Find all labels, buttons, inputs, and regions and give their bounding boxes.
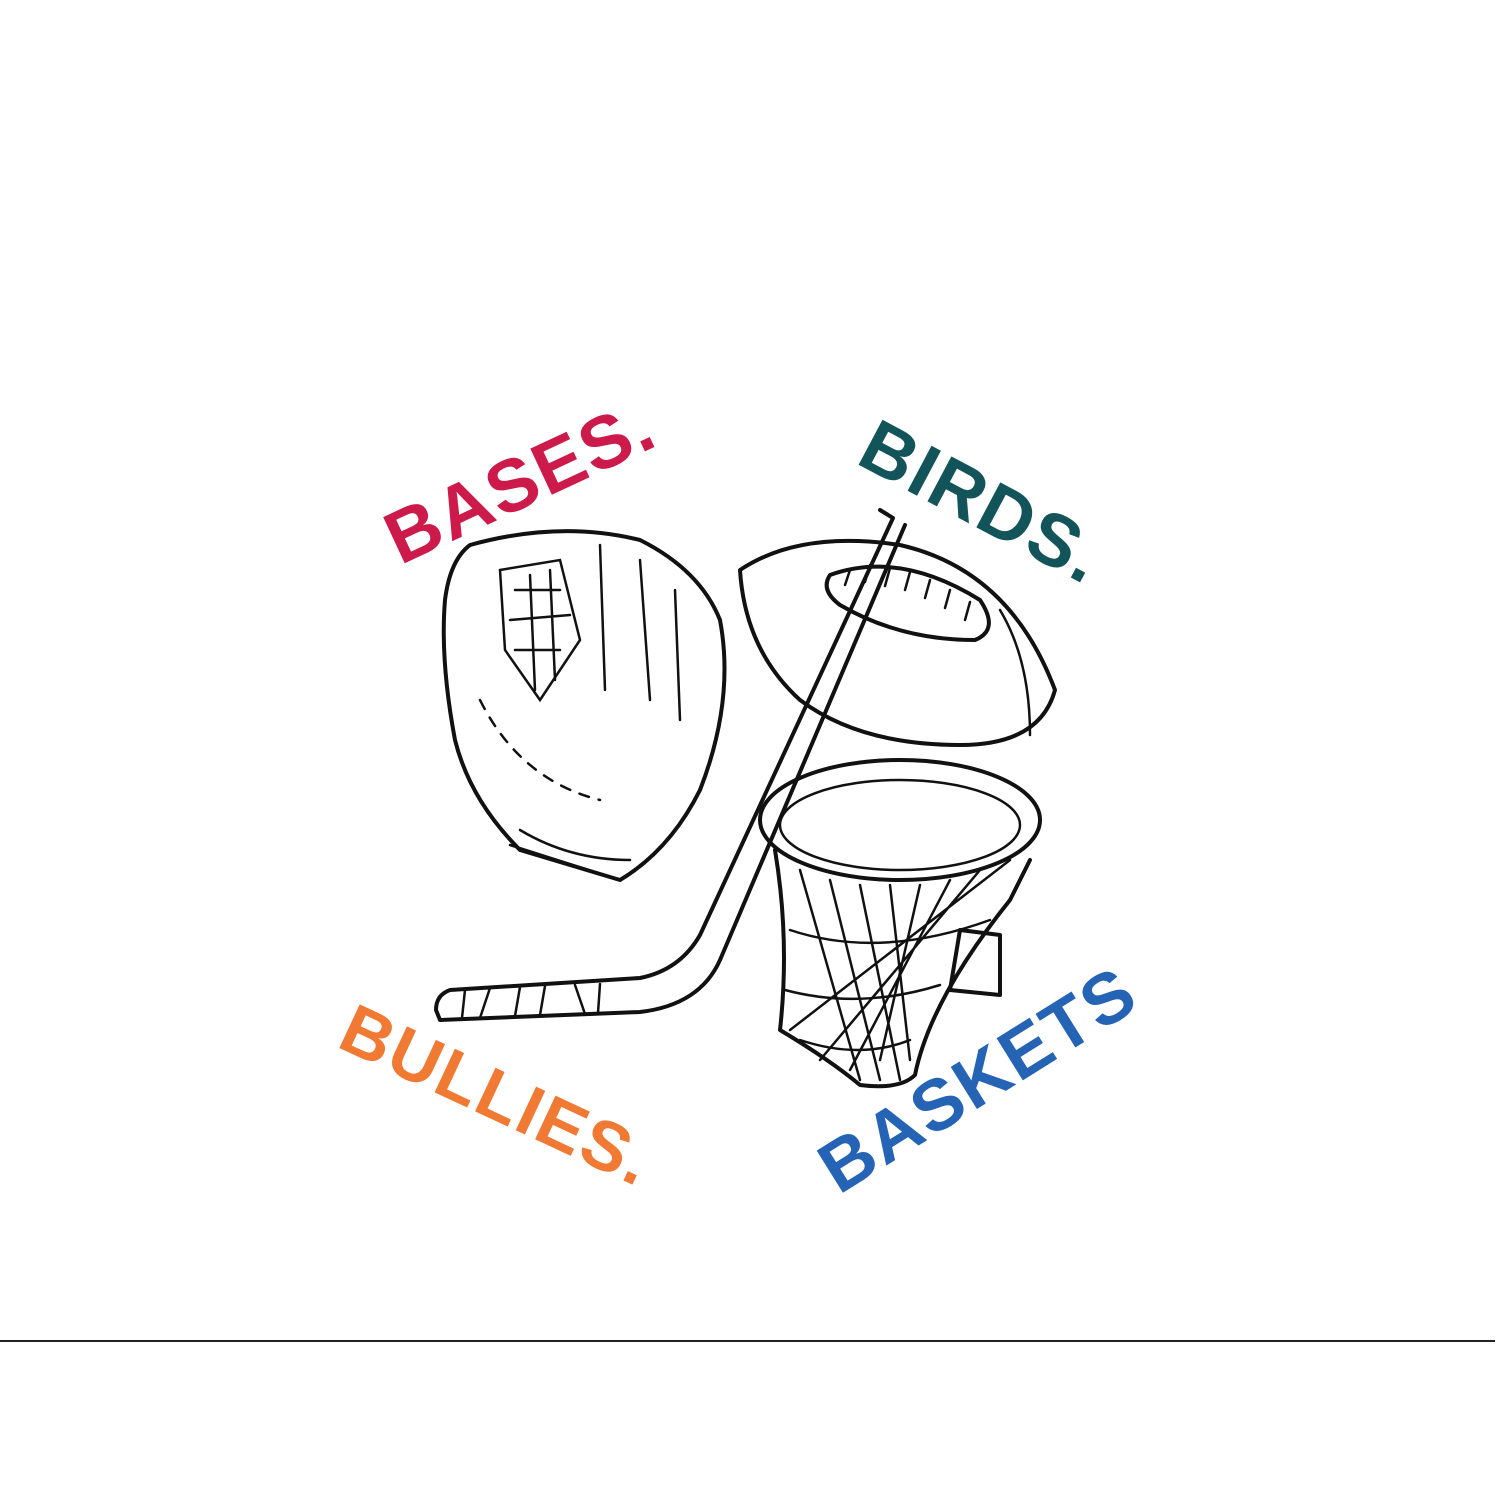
football-icon [738,538,1057,747]
hockey-stick-icon [434,508,907,1022]
baseball-glove-icon [441,529,727,882]
basketball-hoop-icon [758,758,1042,1089]
